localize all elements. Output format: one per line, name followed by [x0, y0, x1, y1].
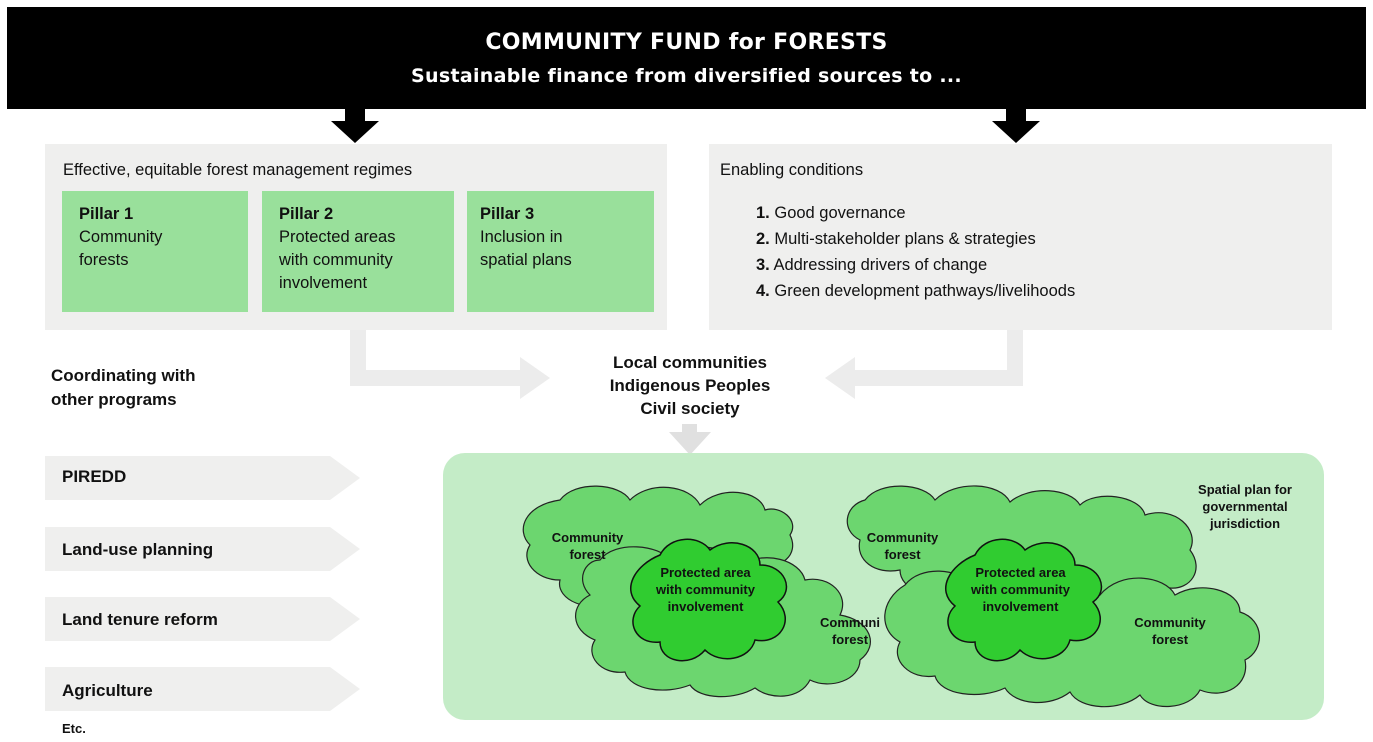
enabling-item-number: 3. [756, 256, 770, 274]
header-banner: COMMUNITY FUND for FORESTS Sustainable f… [7, 7, 1366, 109]
connector-arrow-down [669, 424, 711, 455]
actor-indigenous-peoples: Indigenous Peoples [609, 376, 771, 395]
program-arrow-land-use [45, 527, 360, 571]
program-arrow-land-tenure [45, 597, 360, 641]
cloud-protected-area [945, 538, 1103, 662]
actor-local-communities: Local communities [613, 353, 767, 372]
label-line: forest [884, 547, 921, 562]
community-forest-label-clipped: Communi forest [805, 614, 895, 648]
community-forest-label: Community forest [1120, 614, 1220, 648]
down-arrow-right [992, 109, 1040, 143]
protected-area-label: Protected area with community involvemen… [953, 564, 1088, 615]
spatial-plan-label-line: governmental [1202, 499, 1288, 514]
down-arrow-left [331, 109, 379, 143]
label-line: with community [656, 582, 755, 597]
pillar-1-label: Pillar 1 [79, 205, 134, 223]
programs-title-line: other programs [51, 390, 177, 409]
enabling-box: Enabling conditions 1. Good governance 2… [709, 144, 1332, 330]
pillar-3-label: Pillar 3 [480, 205, 535, 223]
enabling-item: 1. Good governance [756, 200, 1075, 226]
label-line: forest [569, 547, 606, 562]
management-title: Effective, equitable forest management r… [63, 161, 413, 179]
program-arrow-piredd [45, 456, 360, 500]
spatial-plan-label-line: jurisdiction [1209, 516, 1281, 531]
pillar-2-text: with community [279, 251, 393, 269]
cloud-protected-area [630, 538, 788, 662]
community-forest-label: Community forest [540, 529, 635, 563]
pillar-1-text: forests [79, 251, 129, 269]
enabling-item-text: Addressing drivers of change [773, 256, 988, 274]
pillar-1: Pillar 1 Community forests [62, 191, 248, 312]
enabling-item-text: Good governance [774, 204, 906, 222]
pillar-2-text: involvement [279, 274, 368, 292]
enabling-item-number: 1. [756, 204, 770, 222]
connector-arrow-left [350, 330, 550, 399]
enabling-item: 2. Multi-stakeholder plans & strategies [756, 226, 1075, 252]
label-line: involvement [982, 599, 1059, 614]
enabling-item-number: 2. [756, 230, 770, 248]
label-line: Community [866, 530, 939, 545]
label-line: forest [1151, 632, 1189, 647]
label-line: involvement [667, 599, 744, 614]
header-subtitle: Sustainable finance from diversified sou… [411, 65, 962, 87]
label-line: Protected area [975, 565, 1066, 580]
actor-civil-society: Civil society [640, 399, 740, 418]
program-arrow-agriculture [45, 667, 360, 711]
connector-arrow-right [825, 316, 1023, 399]
header-title: COMMUNITY FUND for FORESTS [485, 30, 888, 55]
enabling-item-text: Green development pathways/livelihoods [774, 282, 1076, 300]
program-label-land-use: Land-use planning [62, 540, 214, 559]
label-line: forest [831, 632, 869, 647]
programs-title: Coordinating with other programs [51, 364, 195, 412]
enabling-item: 3. Addressing drivers of change [756, 252, 1075, 278]
protected-area-label: Protected area with community involvemen… [638, 564, 773, 615]
enabling-item-number: 4. [756, 282, 770, 300]
pillar-3: Pillar 3 Inclusion in spatial plans [467, 191, 654, 312]
pillar-1-text: Community [79, 228, 163, 246]
enabling-item-text: Multi-stakeholder plans & strategies [774, 230, 1036, 248]
programs-title-line: Coordinating with [51, 366, 196, 385]
label-line: Community [1134, 615, 1206, 630]
label-line: Community [551, 530, 624, 545]
pillar-2: Pillar 2 Protected areas with community … [262, 191, 454, 312]
community-forest-label: Community forest [855, 529, 950, 563]
pillar-3-text: Inclusion in [480, 228, 563, 246]
pillar-2-text: Protected areas [279, 228, 396, 246]
spatial-plan-label-line: Spatial plan for [1198, 482, 1292, 497]
program-label-piredd: PIREDD [62, 467, 127, 486]
enabling-title: Enabling conditions [720, 161, 864, 179]
label-line: Communi [820, 615, 880, 630]
label-line: Protected area [660, 565, 751, 580]
program-label-land-tenure: Land tenure reform [62, 610, 218, 629]
pillar-3-text: spatial plans [480, 251, 572, 269]
spatial-plan-label: Spatial plan for governmental jurisdicti… [1170, 481, 1320, 532]
pillar-2-label: Pillar 2 [279, 205, 334, 223]
label-line: with community [971, 582, 1070, 597]
programs-etc: Etc. [62, 721, 86, 736]
enabling-item: 4. Green development pathways/livelihood… [756, 278, 1075, 304]
actors-label: Local communities Indigenous Peoples Civ… [540, 351, 840, 420]
program-label-agriculture: Agriculture [62, 681, 153, 700]
enabling-list: 1. Good governance 2. Multi-stakeholder … [756, 200, 1075, 304]
